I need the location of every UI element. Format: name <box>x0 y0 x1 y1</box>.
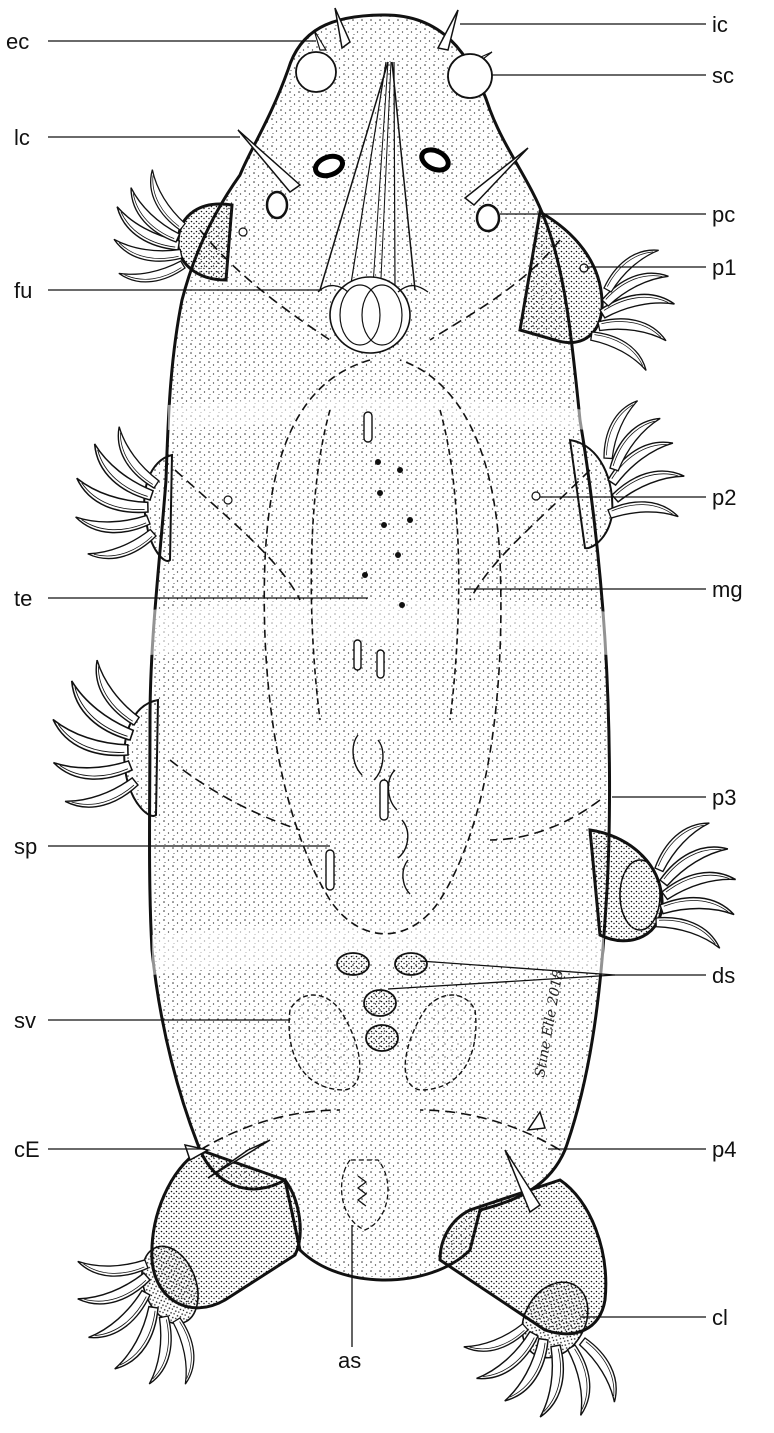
label-te: te <box>14 586 32 611</box>
label-mg: mg <box>712 577 743 602</box>
label-sv: sv <box>14 1008 36 1033</box>
label-ic: ic <box>712 12 728 37</box>
label-p4: p4 <box>712 1137 736 1162</box>
label-fu: fu <box>14 278 32 303</box>
label-p2: p2 <box>712 485 736 510</box>
label-sc: sc <box>712 63 734 88</box>
label-sp: sp <box>14 834 37 859</box>
leg-3-right <box>590 810 736 948</box>
sensory-organ-right <box>448 54 492 98</box>
leg-2-left <box>73 427 172 573</box>
label-p3: p3 <box>712 785 736 810</box>
label-ec: ec <box>6 29 29 54</box>
label-as: as <box>338 1348 361 1373</box>
label-ds: ds <box>712 963 735 988</box>
sensory-organ-left <box>296 52 336 92</box>
label-pc: pc <box>712 202 735 227</box>
label-p1: p1 <box>712 255 736 280</box>
label-cE: cE <box>14 1137 40 1162</box>
leg-3-left <box>49 660 158 822</box>
label-lc: lc <box>14 125 30 150</box>
label-cl: cl <box>712 1305 728 1330</box>
